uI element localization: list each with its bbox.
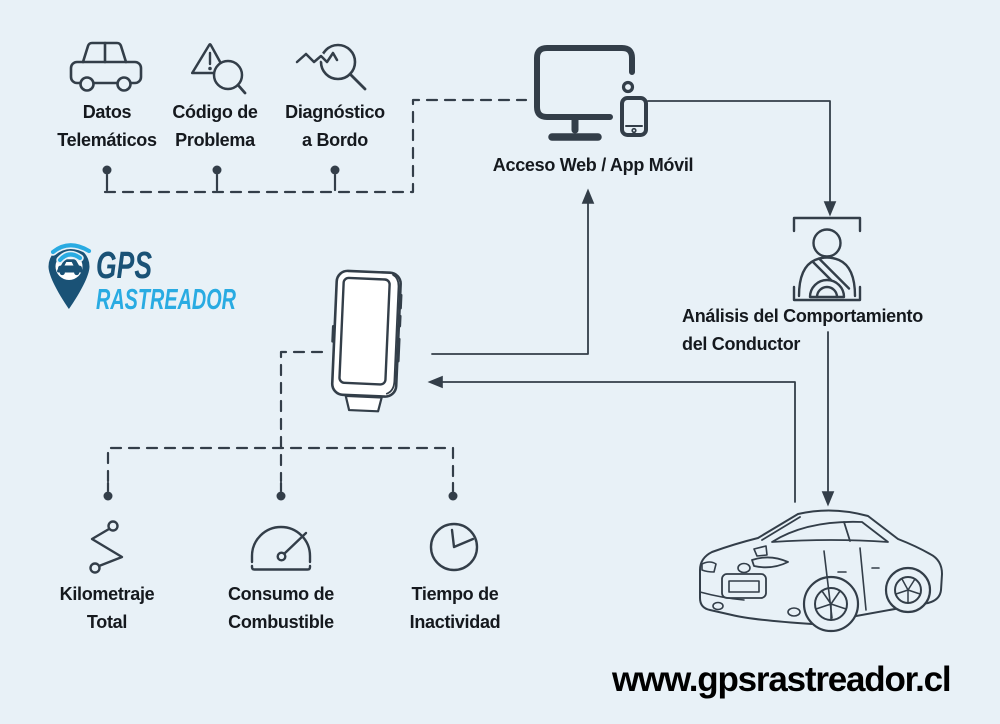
driver-frame-icon [792, 216, 862, 302]
arrow-device-to-access [431, 188, 595, 355]
logo-subtitle: RASTREADOR [96, 284, 236, 316]
label-analisis-comportamiento: Análisis del Comportamiento del Conducto… [682, 306, 923, 354]
diagnostics-magnifier-icon [293, 43, 367, 91]
label-codigo-de-problema: Código de Problema [172, 102, 258, 150]
route-icon [89, 520, 124, 574]
label-kilometraje-total: Kilometraje Total [59, 584, 155, 632]
sedan-car-icon [699, 509, 943, 633]
clock-icon [429, 522, 479, 572]
website-url[interactable]: www.gpsrastreador.cl [612, 660, 952, 699]
logo: GPS RASTREADOR [48, 241, 236, 316]
label-consumo-combustible: Consumo de Combustible [227, 584, 334, 632]
map-pin-car-icon [48, 241, 93, 309]
dashed-connector-top [102, 98, 528, 194]
monitor-phone-icon [534, 45, 648, 141]
label-tiempo-inactividad: Tiempo de Inactividad [409, 584, 501, 632]
logo-title: GPS [96, 245, 152, 287]
dashed-connector-bottom [103, 350, 458, 501]
car-icon [69, 41, 143, 92]
warning-magnifier-icon [190, 43, 247, 95]
arrow-access-to-driver [647, 100, 837, 217]
arrow-car-to-device [427, 375, 796, 503]
label-acceso-web-app-movil: Acceso Web / App Móvil [492, 155, 694, 175]
label-datos-telematicos: Datos Telemáticos [57, 102, 157, 150]
gauge-icon [250, 525, 312, 571]
label-diagnostico-a-bordo: Diagnóstico a Bordo [285, 102, 385, 150]
gps-tracker-device-icon [330, 269, 403, 413]
